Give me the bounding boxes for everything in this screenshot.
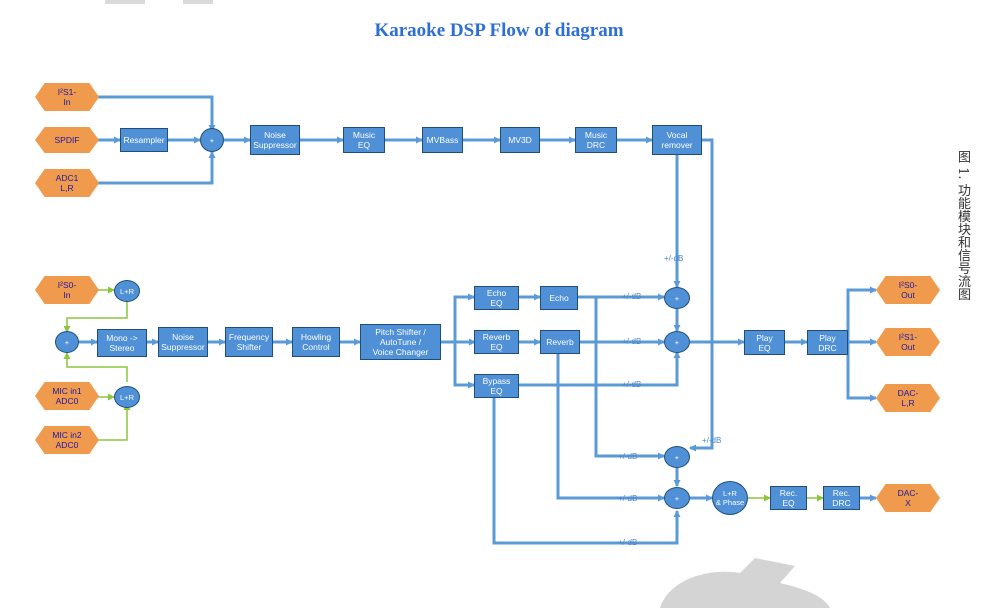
noise-suppressor-music-block: Noise Suppressor: [250, 125, 300, 155]
mono-stereo-block: Mono -> Stereo: [97, 329, 147, 357]
reverb-block: Reverb: [540, 330, 580, 354]
top-crop-mark: [105, 0, 213, 4]
vocal-remover-block: Vocal remover: [652, 125, 702, 155]
gain-label-music-rec: +/-dB: [702, 436, 722, 445]
mv3d-block: MV3D: [500, 127, 540, 153]
lr-mix-node-top: L+R: [114, 280, 140, 302]
i2s1-in-node: I²S1- In: [35, 83, 99, 111]
mvbass-block: MVBass: [422, 127, 463, 153]
music-eq-block: Music EQ: [343, 127, 385, 153]
dac-lr-out-node: DAC- L,R: [876, 384, 940, 412]
mic-in1-node: MIC in1 ADC0: [35, 382, 99, 410]
rec-sum-node-bottom: +: [664, 487, 690, 509]
echo-eq-block: Echo EQ: [474, 286, 519, 310]
lr-mix-node-bottom: L+R: [114, 386, 140, 408]
gain-label-echo: +/-dB: [622, 292, 642, 301]
play-sum-node: +: [664, 331, 690, 353]
spdif-in-node: SPDIF: [35, 127, 99, 153]
resampler-block: Resampler: [120, 128, 168, 152]
echo-sum-node: +: [664, 287, 690, 309]
mic-sum-node: +: [55, 331, 79, 353]
gain-label-vocal: +/-dB: [664, 254, 684, 263]
lr-phase-node: L+R & Phase: [712, 481, 748, 515]
watermark-shape: [660, 558, 830, 608]
rec-sum-node-top: +: [664, 446, 690, 468]
rec-eq-block: Rec. EQ: [770, 486, 807, 510]
i2s1-out-node: I²S1- Out: [876, 328, 940, 356]
side-caption: 图 1. 功能模块和信号流图: [955, 150, 970, 301]
i2s0-in-node: I²S0- In: [35, 276, 99, 304]
frequency-shifter-block: Frequency Shifter: [225, 327, 273, 357]
rec-drc-block: Rec. DRC: [823, 486, 860, 510]
gain-label-reverb-rec: +/-dB: [618, 494, 638, 503]
adc1-in-node: ADC1 L,R: [35, 169, 99, 197]
reverb-eq-block: Reverb EQ: [474, 330, 519, 354]
gain-label-bypass-rec: +/-dB: [618, 538, 638, 547]
diagram-title: Karaoke DSP Flow of diagram: [374, 20, 624, 41]
gain-label-echo-rec: +/-dB: [618, 452, 638, 461]
music-drc-block: Music DRC: [575, 127, 617, 153]
gain-label-bypass: +/-dB: [622, 380, 642, 389]
mic-in2-node: MIC in2 ADC0: [35, 426, 99, 454]
howling-control-block: Howling Control: [292, 327, 340, 357]
gain-label-reverb: +/-dB: [622, 337, 642, 346]
music-sum-node: +: [200, 128, 224, 152]
play-eq-block: Play EQ: [744, 330, 785, 355]
i2s0-out-node: I²S0- Out: [876, 276, 940, 304]
pitch-shifter-block: Pitch Shifter / AutoTune / Voice Changer: [360, 324, 441, 360]
play-drc-block: Play DRC: [807, 330, 848, 355]
dac-x-out-node: DAC- X: [876, 484, 940, 512]
echo-block: Echo: [540, 286, 578, 310]
noise-suppressor-mic-block: Noise Suppressor: [158, 327, 208, 357]
bypass-eq-block: Bypass EQ: [474, 374, 519, 398]
